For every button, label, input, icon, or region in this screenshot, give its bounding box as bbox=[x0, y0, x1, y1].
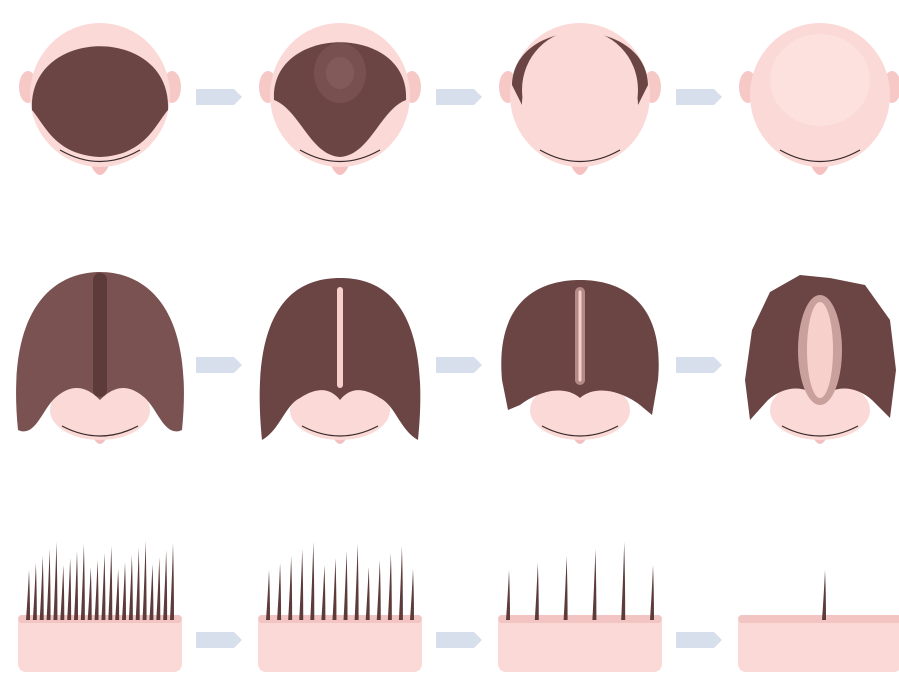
hair-strand bbox=[332, 558, 336, 620]
hair-strand bbox=[170, 543, 174, 620]
follicle-stage-4-icon bbox=[738, 570, 899, 672]
female-stage-3-icon bbox=[501, 280, 658, 444]
follicle-stage-3-icon bbox=[498, 542, 662, 672]
hair-strand bbox=[40, 556, 44, 620]
male-stage-4-icon bbox=[739, 23, 899, 175]
hair-strand bbox=[115, 569, 119, 620]
hair-strand bbox=[74, 551, 78, 620]
progression-arrow-icon bbox=[676, 632, 722, 648]
hair-strand bbox=[88, 567, 92, 620]
female-stage-4-icon bbox=[745, 275, 896, 444]
hair-strand bbox=[67, 558, 71, 620]
progression-arrow-icon bbox=[436, 357, 482, 373]
progression-arrow-icon bbox=[436, 89, 482, 105]
female-stage-2-icon bbox=[260, 278, 421, 444]
hair-strand bbox=[822, 570, 826, 620]
female-stage-1-icon bbox=[16, 272, 184, 444]
hair-strand bbox=[310, 542, 314, 620]
hair-strand bbox=[564, 556, 568, 620]
hair-strand bbox=[621, 542, 625, 620]
hair-strand bbox=[129, 555, 133, 620]
hair-strand bbox=[33, 563, 37, 620]
hair-strand bbox=[277, 563, 281, 620]
hair-strand bbox=[266, 570, 270, 620]
hair-strand bbox=[108, 546, 112, 620]
hair-strand bbox=[122, 562, 126, 620]
hair-strand bbox=[156, 557, 160, 620]
hair-strand bbox=[95, 560, 99, 620]
hair-strand bbox=[535, 563, 539, 620]
progression-arrow-icon bbox=[196, 357, 242, 373]
hair-strand bbox=[81, 544, 85, 620]
hair-strand bbox=[592, 549, 596, 620]
hair-strand bbox=[288, 556, 292, 620]
progression-arrow-icon bbox=[436, 632, 482, 648]
hair-strand bbox=[410, 569, 414, 620]
hair-strand bbox=[136, 548, 140, 620]
hair-strand bbox=[101, 553, 105, 620]
male-stage-2-icon bbox=[259, 23, 421, 175]
hair-strand bbox=[143, 541, 147, 620]
hair-strand bbox=[321, 565, 325, 620]
progression-arrow-icon bbox=[676, 357, 722, 373]
hair-strand bbox=[47, 549, 51, 620]
hair-strand bbox=[344, 551, 348, 620]
progression-arrow-icon bbox=[196, 89, 242, 105]
hair-strand bbox=[388, 553, 392, 620]
hair-strand bbox=[399, 546, 403, 620]
hair-strand bbox=[299, 549, 303, 620]
follicle-stage-2-icon bbox=[258, 542, 422, 672]
male-stage-3-icon bbox=[499, 23, 661, 175]
hair-strand bbox=[60, 565, 64, 620]
follicle-stage-1-icon bbox=[18, 541, 182, 672]
hair-strand bbox=[53, 542, 57, 620]
progression-arrow-icon bbox=[676, 89, 722, 105]
hair-strand bbox=[377, 560, 381, 620]
hair-strand bbox=[163, 550, 167, 620]
hair-strand bbox=[26, 570, 30, 620]
row-follicle-density bbox=[18, 541, 899, 672]
hair-strand bbox=[366, 567, 370, 620]
hair-strand bbox=[650, 565, 654, 620]
hair-strand bbox=[355, 544, 359, 620]
hair-strand bbox=[149, 564, 153, 620]
male-stage-1-icon bbox=[19, 23, 181, 175]
hair-strand bbox=[506, 570, 510, 620]
progression-arrow-icon bbox=[196, 632, 242, 648]
